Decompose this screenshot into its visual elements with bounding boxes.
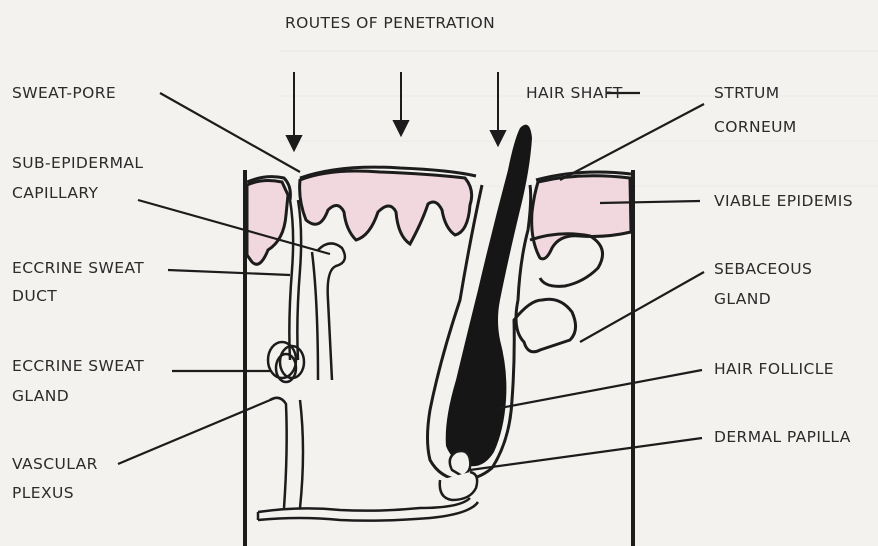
- label-eccrine-sweat-duct-line2: DUCT: [12, 283, 57, 309]
- leader-sweat-pore: [160, 93, 300, 172]
- arrow-head-3: [491, 131, 505, 145]
- label-eccrine-sweat-gland-line2: GLAND: [12, 383, 69, 409]
- arrow-head-1: [287, 136, 301, 150]
- label-vascular-plexus-line2: PLEXUS: [12, 480, 74, 506]
- sweat-duct-structures: [258, 200, 478, 521]
- leader-sweat-duct: [168, 270, 290, 275]
- label-sweat-pore: SWEAT-PORE: [12, 80, 116, 106]
- label-vascular-plexus-line1: VASCULAR: [12, 451, 98, 477]
- label-eccrine-sweat-duct-line1: ECCRINE SWEAT: [12, 255, 144, 281]
- leader-hair-follicle: [500, 370, 702, 408]
- label-eccrine-sweat-gland-line1: ECCRINE SWEAT: [12, 353, 144, 379]
- label-hair-follicle: HAIR FOLLICLE: [714, 356, 834, 382]
- sub-epidermal-capillary-loop: [318, 243, 345, 380]
- viable-epidermis-layer: [247, 171, 631, 264]
- label-sebaceous-gland-line1: SEBACEOUS: [714, 256, 812, 282]
- vascular-plexus-line: [258, 498, 470, 512]
- epidermis-left: [247, 181, 288, 265]
- label-stratum-corneum-line2: CORNEUM: [714, 114, 797, 140]
- label-stratum-corneum-line1: STRTUM: [714, 80, 780, 106]
- label-hair-shaft: HAIR SHAFT: [526, 80, 623, 106]
- leader-sebaceous-gland: [580, 272, 704, 342]
- routes-of-penetration-title: ROUTES OF PENETRATION: [285, 10, 495, 36]
- penetration-arrows: [287, 72, 505, 150]
- label-sub-epidermal-capillary-line1: SUB-EPIDERMAL: [12, 150, 143, 176]
- epidermis-right: [532, 176, 631, 259]
- leader-vascular-plexus: [118, 398, 275, 464]
- eccrine-sweat-duct-line: [289, 200, 293, 360]
- label-sub-epidermal-capillary-line2: CAPILLARY: [12, 180, 98, 206]
- epidermis-center: [300, 171, 472, 244]
- label-sebaceous-gland-line2: GLAND: [714, 286, 771, 312]
- leader-lines: [118, 93, 704, 470]
- label-viable-epidermis: VIABLE EPIDEMIS: [714, 188, 853, 214]
- label-dermal-papilla: DERMAL PAPILLA: [714, 424, 851, 450]
- arrow-head-2: [394, 121, 408, 135]
